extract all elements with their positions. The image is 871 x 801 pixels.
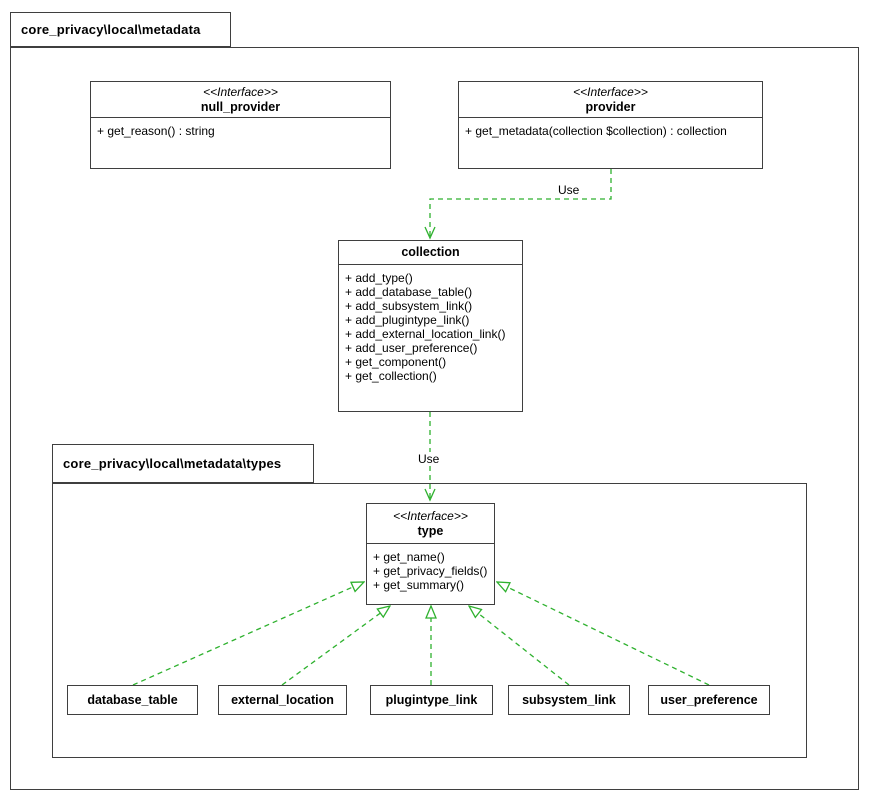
plugintype-link-name: plugintype_link [385,693,478,707]
class-subsystem-link: subsystem_link [508,685,630,715]
edge-provider-uses-collection [424,169,612,240]
edge-database-table-implements-type [132,582,364,686]
provider-methods: + get_metadata(collection $collection) :… [459,118,762,144]
null-provider-name: null_provider [200,99,281,114]
method: + add_user_preference() [345,341,478,355]
edge-subsystem-link-implements-type [469,606,570,686]
method: + get_metadata(collection $collection) :… [465,124,727,138]
method: + get_collection() [345,369,437,383]
method: + add_external_location_link() [345,327,506,341]
method: + get_summary() [373,578,465,592]
class-null-provider-header: <<Interface>> null_provider [91,82,390,118]
class-plugintype-link: plugintype_link [370,685,493,715]
null-provider-methods: + get_reason() : string [91,118,390,144]
collection-methods: + add_type() + add_database_table() + ad… [339,265,522,389]
class-provider-header: <<Interface>> provider [459,82,762,118]
class-collection-header: collection [339,241,522,265]
user-preference-name: user_preference [660,693,758,707]
method: + get_name() [373,550,445,564]
database-table-name: database_table [87,693,178,707]
class-type-header: <<Interface>> type [367,504,494,544]
provider-name: provider [585,99,636,114]
package-label-metadata: core_privacy\local\metadata [21,22,201,37]
class-user-preference: user_preference [648,685,770,715]
class-provider: <<Interface>> provider + get_metadata(co… [458,81,763,169]
edge-user-preference-implements-type [497,582,710,686]
use-label-collection-type: Use [416,452,442,466]
class-database-table: database_table [67,685,198,715]
use-label-provider-collection: Use [556,183,582,197]
method: + get_reason() : string [97,124,215,138]
edge-external-location-implements-type [281,606,390,686]
class-type: <<Interface>> type + get_name() + get_pr… [366,503,495,605]
type-methods: + get_name() + get_privacy_fields() + ge… [367,544,494,598]
class-null-provider: <<Interface>> null_provider + get_reason… [90,81,391,169]
package-label-types: core_privacy\local\metadata\types [63,456,282,471]
type-stereotype: <<Interface>> [393,508,468,523]
package-tab-metadata: core_privacy\local\metadata [10,12,231,47]
subsystem-link-name: subsystem_link [522,693,616,707]
provider-stereotype: <<Interface>> [573,84,648,99]
class-collection: collection + add_type() + add_database_t… [338,240,523,412]
method: + get_privacy_fields() [373,564,488,578]
null-provider-stereotype: <<Interface>> [203,84,278,99]
class-external-location: external_location [218,685,347,715]
method: + add_database_table() [345,285,473,299]
collection-name: collection [401,245,460,259]
method: + add_subsystem_link() [345,299,473,313]
external-location-name: external_location [231,693,334,707]
package-tab-types: core_privacy\local\metadata\types [52,444,314,483]
type-name: type [417,523,444,538]
method: + get_component() [345,355,447,369]
method: + add_plugintype_link() [345,313,470,327]
method: + add_type() [345,271,413,285]
